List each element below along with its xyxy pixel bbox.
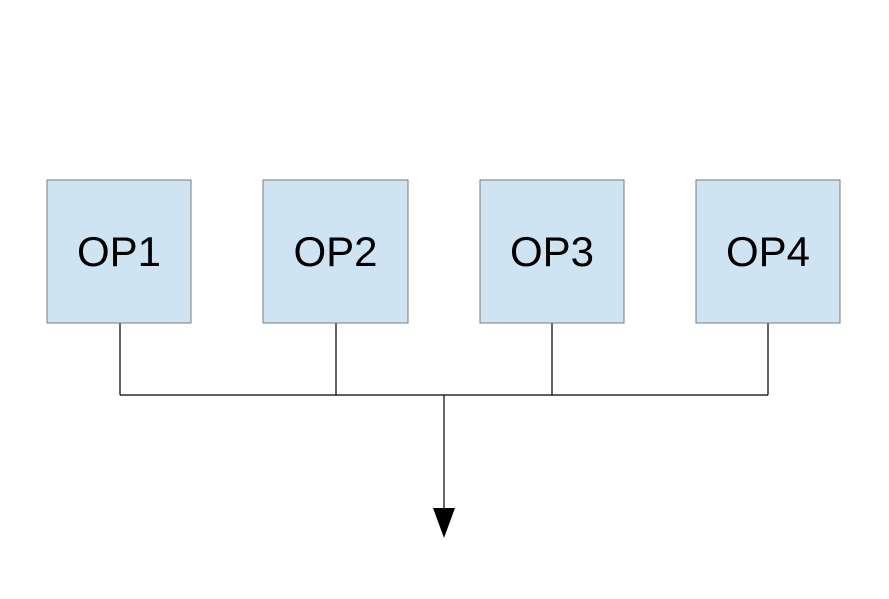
node-op2-label: OP2 — [293, 228, 377, 275]
node-op1-label: OP1 — [77, 228, 161, 275]
output-arrowhead — [433, 508, 455, 538]
node-op1: OP1 — [46, 179, 192, 324]
node-op4-label: OP4 — [726, 228, 810, 275]
node-op3: OP3 — [479, 179, 625, 324]
node-op4: OP4 — [695, 179, 841, 324]
node-op2-box — [262, 179, 409, 324]
node-op1-box — [46, 179, 192, 324]
node-op3-label: OP3 — [510, 228, 594, 275]
node-op3-box — [479, 179, 625, 324]
node-op4-box — [695, 179, 841, 324]
connectors — [119, 323, 769, 512]
node-op2: OP2 — [262, 179, 409, 324]
